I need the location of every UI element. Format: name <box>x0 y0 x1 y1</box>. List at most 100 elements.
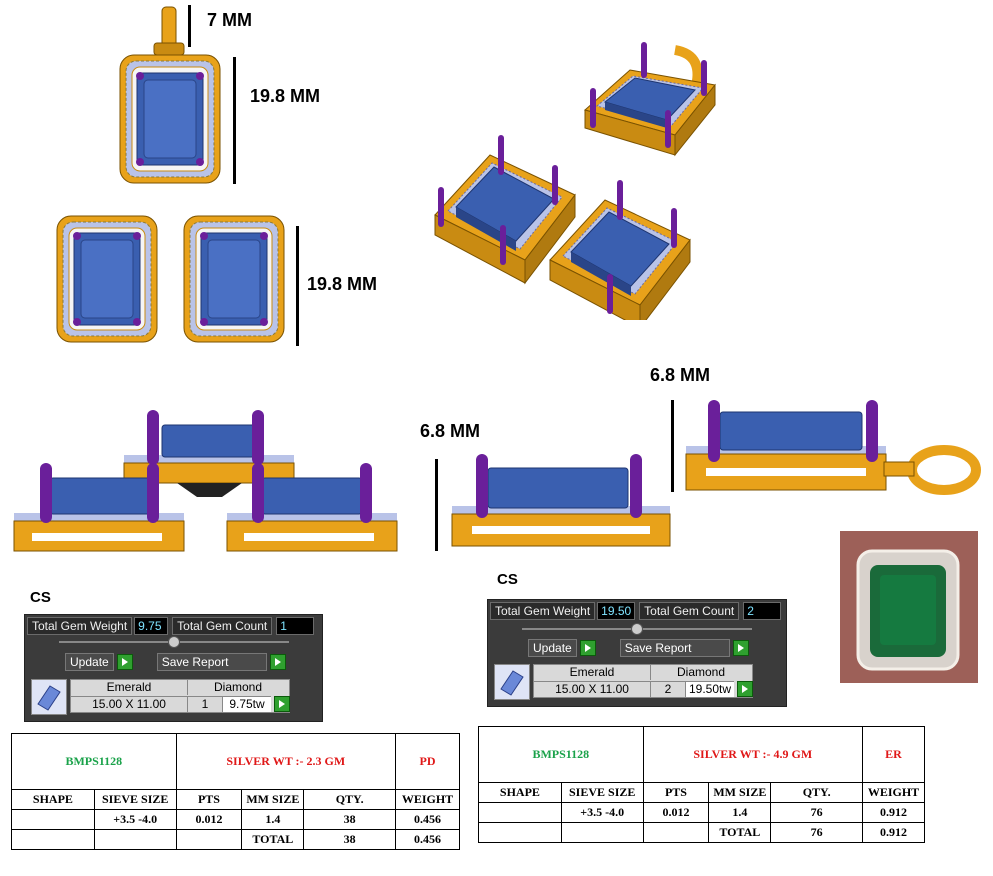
total-row: TOTAL 76 0.912 <box>478 822 925 843</box>
earring-side-single-render <box>451 454 671 547</box>
cell-mm-size: 1.4 <box>241 809 305 830</box>
diamond-weight: 9.75tw <box>222 696 271 712</box>
header-mm-size: MM SIZE <box>241 789 305 810</box>
side-right <box>226 463 398 552</box>
save-report-go-icon[interactable] <box>269 654 286 670</box>
gem-table-left: Emerald Diamond 15.00 X 11.00 1 9.75tw <box>70 679 290 713</box>
total-weight: 0.912 <box>862 822 925 843</box>
cell-pts: 0.012 <box>175 809 243 830</box>
bail-dimension-line <box>188 5 191 47</box>
total-gem-weight-label: Total Gem Weight <box>27 617 133 635</box>
header-pts: PTS <box>175 789 243 810</box>
silver-weight: SILVER WT :- 4.9 GM <box>642 726 864 783</box>
diamond-weight: 19.50tw <box>685 681 734 697</box>
product-code: BMPS1128 <box>11 733 177 790</box>
header-sieve-size: SIEVE SIZE <box>93 789 177 810</box>
report-table-left: BMPS1128 SILVER WT :- 2.3 GM PD SHAPE SI… <box>11 733 460 850</box>
total-qty: 38 <box>303 829 396 850</box>
bail-dimension-label: 7 MM <box>207 10 252 30</box>
side-middle <box>123 410 295 497</box>
product-code: BMPS1128 <box>478 726 644 783</box>
earring-right-perspective <box>549 180 691 320</box>
cell-mm-size: 1.4 <box>708 802 772 823</box>
header-qty: QTY. <box>303 789 396 810</box>
header-qty: QTY. <box>770 782 863 803</box>
header-shape: SHAPE <box>11 789 95 810</box>
cs-label-left: CS <box>30 589 51 606</box>
header-mm-size: MM SIZE <box>708 782 772 803</box>
product-kind: PD <box>395 733 460 790</box>
cell-weight: 0.456 <box>395 809 460 830</box>
gem-panel-right: Total Gem Weight 19.50 Total Gem Count 2… <box>487 599 787 707</box>
report-table-right: BMPS1128 SILVER WT :- 4.9 GM ER SHAPE SI… <box>478 726 925 843</box>
total-label: TOTAL <box>708 822 772 843</box>
header-sieve-size: SIEVE SIZE <box>560 782 644 803</box>
diamond-go-icon[interactable] <box>737 681 753 697</box>
cell-qty: 38 <box>303 809 396 830</box>
gem-col-diamond: Diamond <box>213 680 263 694</box>
diamond-count: 1 <box>188 696 222 712</box>
total-gem-count-value: 1 <box>276 617 315 635</box>
side-left <box>13 463 185 552</box>
emerald-photo <box>840 531 978 683</box>
total-row: TOTAL 38 0.456 <box>11 829 460 850</box>
slider-knob[interactable] <box>631 623 643 635</box>
total-gem-weight-value: 19.50 <box>597 602 636 620</box>
gem-thumbnail-icon[interactable] <box>31 679 67 715</box>
earrings-side-render <box>13 410 398 552</box>
header-shape: SHAPE <box>478 782 562 803</box>
cell-shape <box>11 809 95 830</box>
side-dimension-label-left: 6.8 MM <box>420 421 481 441</box>
pendant-dimension-label: 19.8 MM <box>250 86 321 106</box>
pendant-front-render <box>119 6 221 184</box>
total-gem-weight-label: Total Gem Weight <box>490 602 596 620</box>
update-go-icon[interactable] <box>579 640 596 656</box>
gem-col-diamond: Diamond <box>676 665 726 679</box>
update-button[interactable]: Update <box>528 639 577 657</box>
total-qty: 76 <box>770 822 863 843</box>
emerald-size: 15.00 X 11.00 <box>71 696 188 712</box>
side-dimension-line-right <box>671 400 674 492</box>
silver-weight: SILVER WT :- 2.3 GM <box>175 733 397 790</box>
earring-right-front-render <box>183 215 285 343</box>
total-label: TOTAL <box>241 829 305 850</box>
total-gem-count-value: 2 <box>743 602 782 620</box>
cell-weight: 0.912 <box>862 802 925 823</box>
pendant-dimension-line <box>233 57 236 184</box>
earring-dimension-line <box>296 226 299 346</box>
pendant-perspective <box>583 42 716 157</box>
header-weight: WEIGHT <box>862 782 925 803</box>
total-gem-count-label: Total Gem Count <box>172 617 273 635</box>
gem-panel-left: Total Gem Weight 9.75 Total Gem Count 1 … <box>24 614 323 722</box>
table-row: +3.5 -4.0 0.012 1.4 38 0.456 <box>11 809 460 830</box>
save-report-button[interactable]: Save Report <box>619 639 730 657</box>
header-weight: WEIGHT <box>395 789 460 810</box>
cell-qty: 76 <box>770 802 863 823</box>
cell-sieve-size: +3.5 -4.0 <box>560 802 644 823</box>
table-row: +3.5 -4.0 0.012 1.4 76 0.912 <box>478 802 925 823</box>
slider-knob[interactable] <box>168 636 180 648</box>
earring-left-front-render <box>56 215 158 343</box>
header-pts: PTS <box>642 782 710 803</box>
cell-shape <box>478 802 562 823</box>
diamond-go-icon[interactable] <box>274 696 290 712</box>
earring-left-perspective <box>434 135 576 285</box>
total-gem-count-label: Total Gem Count <box>639 602 740 620</box>
gem-col-emerald: Emerald <box>71 680 188 695</box>
cell-pts: 0.012 <box>642 802 710 823</box>
perspective-set-render <box>434 42 716 320</box>
total-weight: 0.456 <box>395 829 460 850</box>
side-dimension-line-left <box>435 459 438 551</box>
save-report-go-icon[interactable] <box>732 640 749 656</box>
update-button[interactable]: Update <box>65 653 114 671</box>
earring-dimension-label: 19.8 MM <box>307 274 378 294</box>
save-report-button[interactable]: Save Report <box>156 653 267 671</box>
gem-thumbnail-icon[interactable] <box>494 664 530 700</box>
emerald-size: 15.00 X 11.00 <box>534 681 651 697</box>
update-go-icon[interactable] <box>116 654 133 670</box>
cs-label-right: CS <box>497 571 518 588</box>
gem-table-right: Emerald Diamond 15.00 X 11.00 2 19.50tw <box>533 664 753 698</box>
pendant-side-render <box>685 400 981 495</box>
cell-sieve-size: +3.5 -4.0 <box>93 809 177 830</box>
product-kind: ER <box>862 726 925 783</box>
